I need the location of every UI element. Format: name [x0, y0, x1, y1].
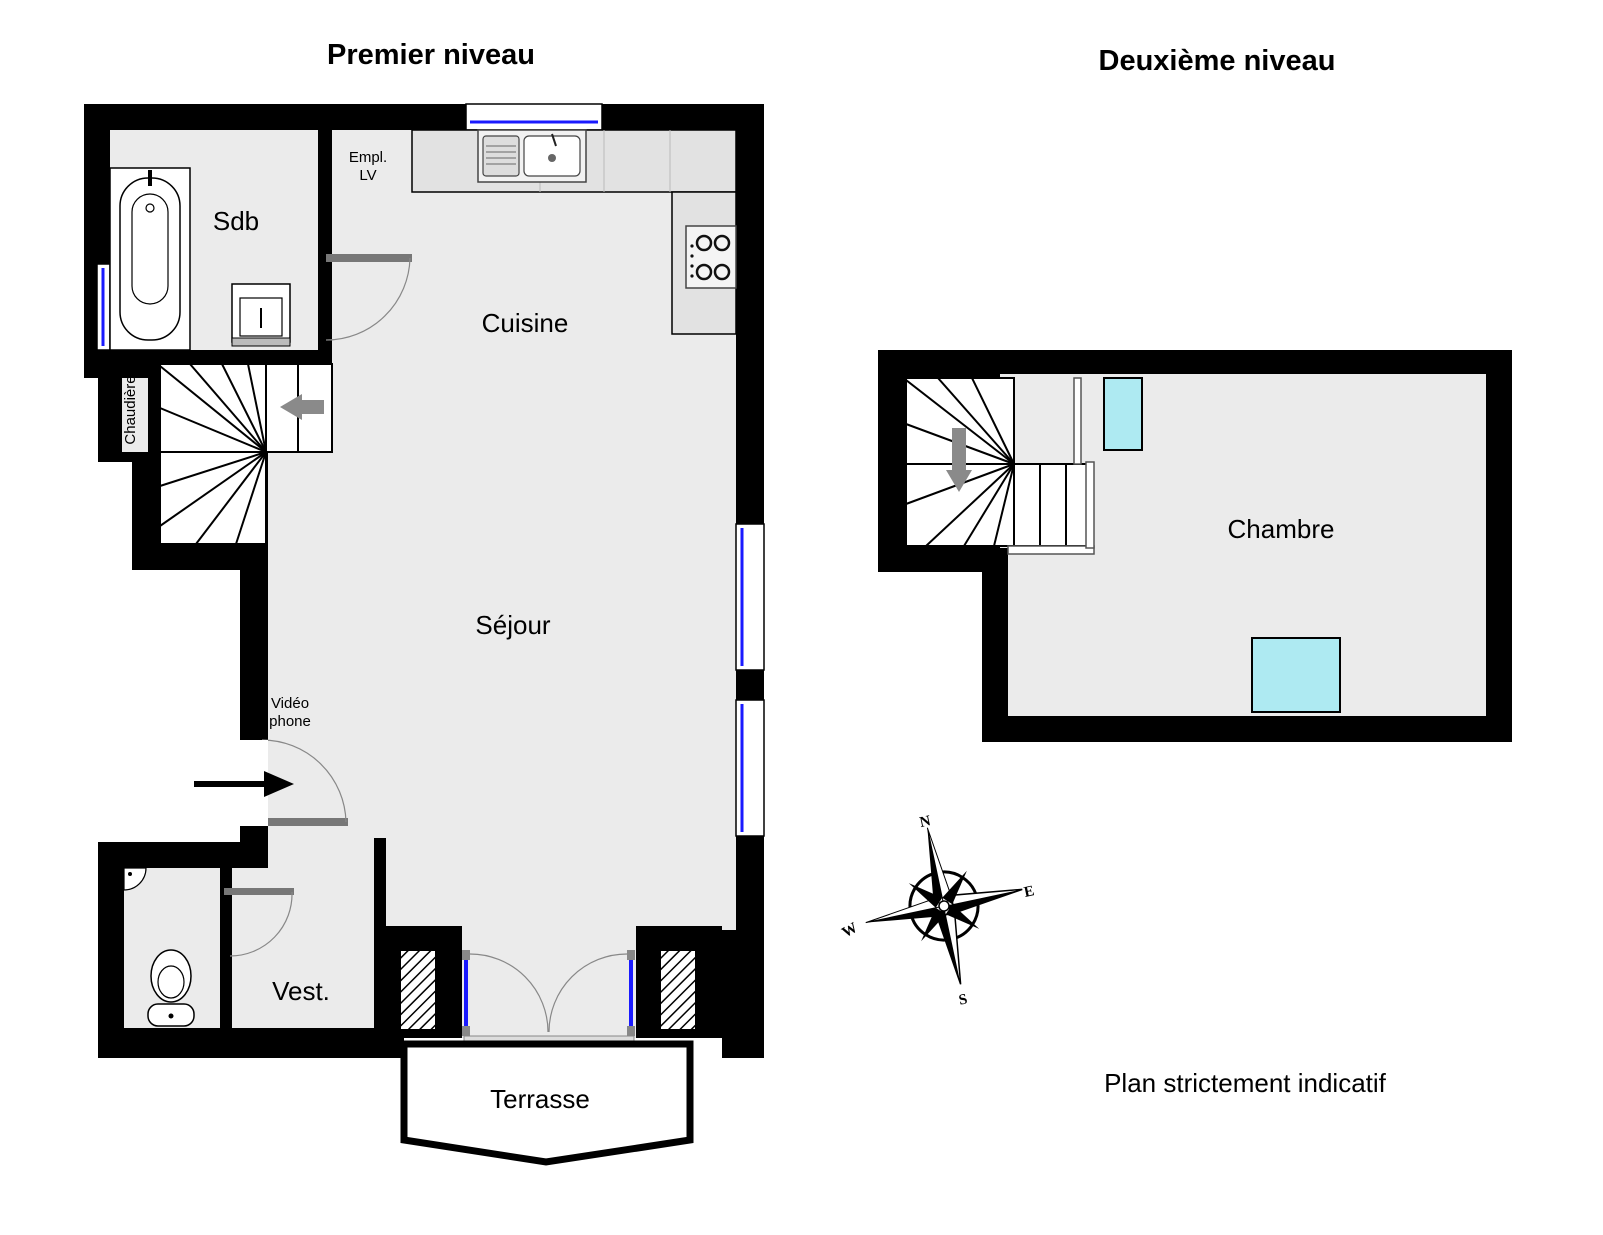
corner-shower-icon — [123, 867, 147, 891]
bathtub-icon — [109, 167, 191, 351]
cooktop-icon — [685, 225, 737, 289]
stair-arrow-icon-level-one — [280, 394, 324, 420]
compass-label-e: E — [1023, 883, 1036, 901]
wall-stair-west — [148, 364, 160, 544]
room-label-chaudiere: Chaudière — [122, 375, 139, 444]
hatch-left — [399, 949, 437, 1031]
level-two-plan — [878, 350, 1512, 742]
door-sdb — [325, 254, 412, 341]
sink-icon — [477, 129, 587, 183]
wall-sdb-south — [84, 350, 332, 364]
floor-main — [332, 130, 736, 930]
wall-sdb-east — [318, 130, 332, 254]
stair-railing — [1007, 377, 1095, 555]
room-label-terrasse: Terrasse — [490, 1084, 590, 1114]
room-label-empl-line2: LV — [359, 167, 376, 184]
compass-label-w: W — [840, 920, 861, 941]
compass-label-n: N — [918, 813, 932, 831]
washbasin-icon — [231, 283, 291, 347]
floor-chaudiere — [122, 378, 148, 452]
terrace-outline — [400, 1040, 694, 1166]
window-sejour-east-1 — [735, 523, 765, 671]
stair-arrow-icon-level-two — [946, 428, 972, 492]
level-one-plan — [84, 103, 765, 1166]
room-label-chambre: Chambre — [1228, 514, 1335, 544]
compass-label-s: S — [957, 991, 968, 1008]
room-label-sejour: Séjour — [475, 610, 550, 640]
wall-hall-west — [240, 544, 266, 740]
wall-entrance-lower — [240, 826, 266, 868]
wall-wc-vest-divider — [220, 868, 232, 888]
room-label-vest: Vest. — [272, 976, 330, 1006]
disclaimer-note: Plan strictement indicatif — [1104, 1068, 1387, 1098]
compass-rose-icon — [865, 827, 1023, 985]
room-label-cuisine: Cuisine — [482, 308, 569, 338]
window-kitchen-top — [465, 103, 603, 131]
wall-vest-east — [374, 838, 386, 1058]
wall-chaudiere-box — [98, 364, 122, 462]
title-level-two: Deuxième niveau — [1099, 45, 1336, 77]
entrance-arrow-icon — [194, 771, 294, 797]
skylight-large — [1251, 637, 1341, 713]
window-sejour-east-2 — [735, 699, 765, 837]
label-video-line2: phone — [269, 713, 311, 730]
room-label-sdb: Sdb — [213, 206, 259, 236]
toilet-icon — [147, 949, 195, 1027]
label-video-line1: Vidéo — [271, 695, 309, 712]
hatch-right — [659, 949, 697, 1031]
door-vest — [224, 888, 294, 957]
floor-entrance-corridor — [268, 826, 378, 874]
skylight-small — [1103, 377, 1143, 451]
floor-terrace-door-area — [462, 930, 636, 1038]
title-level-one: Premier niveau — [327, 39, 535, 71]
wall-wc-vest-divider-low — [220, 956, 232, 1028]
wall-bottom-left — [98, 1028, 404, 1058]
room-label-empl-line1: Empl. — [349, 149, 387, 166]
